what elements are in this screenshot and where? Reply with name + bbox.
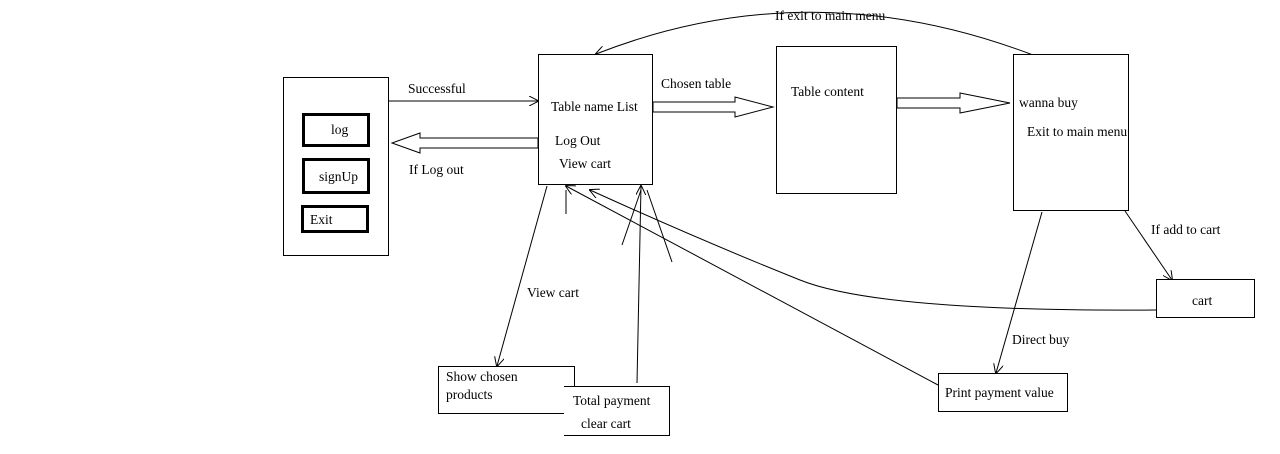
cart-box: cart [1156, 279, 1255, 318]
label-successful: Successful [408, 81, 466, 96]
log-label: log [331, 122, 349, 137]
logout-item: Log Out [555, 133, 601, 148]
exit-main-item: Exit to main menu [1027, 124, 1128, 139]
step-bottom [438, 413, 565, 414]
table-content-title: Table content [791, 84, 864, 99]
label-if-log-out: If Log out [409, 162, 464, 177]
wanna-buy-item: wanna buy [1019, 95, 1078, 110]
arrow-add-cart [1124, 210, 1172, 280]
arrow-direct-buy [996, 211, 1043, 373]
stroke-right [646, 189, 673, 263]
show-products-box: Show chosen products [438, 366, 575, 414]
block-arrow-logout [390, 132, 539, 154]
total-payment-item: Total payment [573, 393, 651, 408]
clear-cart-item: clear cart [581, 416, 631, 431]
table-content-box: Table content [776, 46, 897, 194]
log-button[interactable]: log [302, 113, 370, 147]
label-direct-buy: Direct buy [1012, 332, 1070, 347]
buy-menu-box: wanna buy Exit to main menu [1013, 54, 1129, 211]
stroke-mid [621, 189, 642, 246]
arrow-view-cart [497, 185, 548, 366]
label-view-cart: View cart [527, 285, 580, 300]
arrow-exit-main [596, 11, 1034, 55]
table-list-box: Table name List Log Out View cart [538, 54, 653, 185]
exit-label: Exit [310, 212, 333, 227]
view-cart-item: View cart [559, 156, 612, 171]
exit-button[interactable]: Exit [301, 205, 369, 233]
print-payment-box: Print payment value [938, 373, 1068, 412]
print-payment-title: Print payment value [945, 385, 1054, 400]
label-if-exit-main: If exit to main menu [775, 8, 886, 23]
payment-panel-box: Total payment clear cart [564, 386, 670, 436]
show-products-line1: Show chosen [446, 369, 518, 384]
label-if-add-cart: If add to cart [1151, 222, 1221, 237]
arrow-total-payment [637, 186, 641, 384]
step-edge [574, 366, 575, 386]
label-chosen-table: Chosen table [661, 76, 732, 91]
table-list-title: Table name List [551, 99, 638, 114]
show-products-line2: products [446, 387, 493, 402]
block-arrow-chosen-table [652, 96, 775, 118]
cart-title: cart [1192, 293, 1213, 308]
signup-label: signUp [319, 169, 359, 184]
block-arrow-to-buy [896, 92, 1011, 114]
signup-button[interactable]: signUp [302, 158, 370, 194]
arrow-payment-return [566, 186, 939, 386]
arrow-cart-return [590, 190, 1157, 311]
